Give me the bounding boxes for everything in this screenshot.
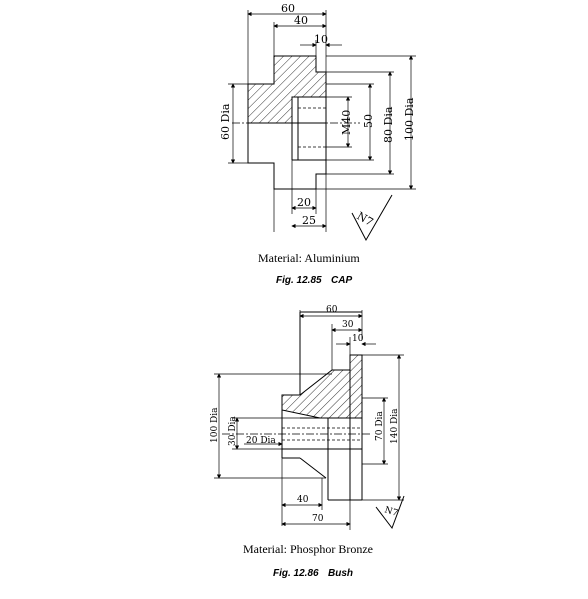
bush-dim-10: 10 [352,334,364,344]
cap-fig-title: CAP [331,275,352,286]
cap-dim-m40: M40 [340,110,353,135]
cap-outline [232,55,360,190]
cap-fig-number: Fig. 12.85 [276,275,322,286]
bush-dim-100-dia: 100 Dia [210,407,220,443]
bush-fig-number: Fig. 12.86 [273,568,319,579]
cap-dim-80-dia: 80 Dia [382,106,395,143]
bush-dim-60: 60 [326,305,338,315]
bush-figure: 60 30 10 100 Dia 30 Dia 20 Dia 70 Dia 14… [210,305,405,579]
cap-dim-50: 50 [362,114,375,128]
bush-dim-40: 40 [297,495,309,505]
cap-dim-40: 40 [294,14,308,27]
cap-dim-25: 25 [302,214,316,227]
bush-dim-20-dia: 20 Dia [246,436,276,446]
bush-dim-70: 70 [312,514,324,524]
cap-dim-100-dia: 100 Dia [403,97,416,141]
bush-dim-30: 30 [342,320,354,330]
bush-dim-30-dia: 30 Dia [228,416,238,446]
cap-dim-20: 20 [297,196,311,209]
cap-material: Material: Aluminium [258,251,360,265]
cap-finish-n7: N7 [355,209,376,229]
bush-outline [222,311,370,501]
cap-dimensions [228,10,416,242]
cap-dim-60-dia: 60 Dia [219,103,232,140]
bush-dim-70-dia: 70 Dia [375,411,385,441]
bush-dimensions [214,310,405,530]
bush-material: Material: Phosphor Bronze [243,542,373,556]
bush-fig-title: Bush [328,568,353,579]
bush-finish-n7: N7 [383,505,399,519]
cap-dim-60: 60 [281,2,295,15]
bush-dim-140-dia: 140 Dia [390,408,400,444]
cap-figure: 60 40 10 60 Dia M40 50 80 Dia 100 Dia 20… [219,2,416,286]
cap-dim-10: 10 [314,33,328,46]
